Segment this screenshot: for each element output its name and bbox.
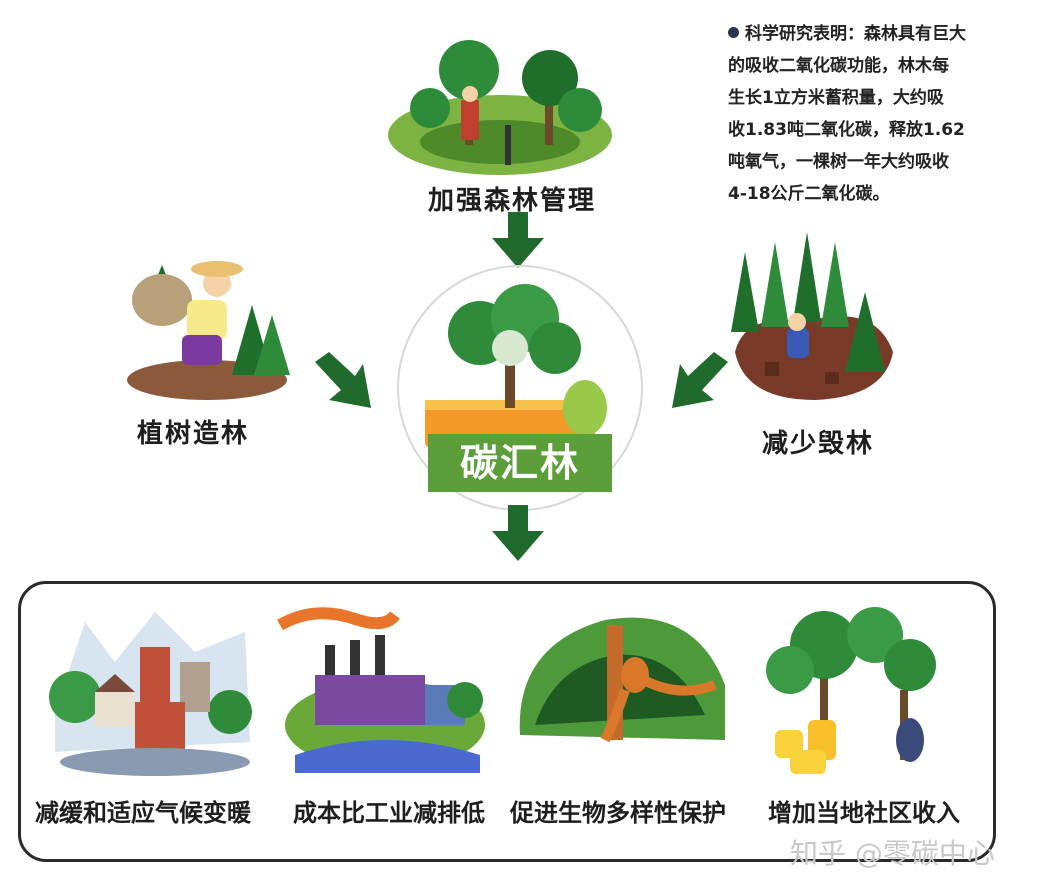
watermark: 知乎 @零碳中心 — [790, 837, 995, 870]
biodiversity-illustration — [519, 617, 725, 743]
benefit-label-4: 增加当地社区收入 — [768, 799, 960, 827]
note-line-5: 吨氧气，一棵树一年大约吸收 — [728, 152, 949, 172]
benefit-label-2: 成本比工业减排低 — [293, 799, 485, 827]
community-income-illustration — [766, 607, 936, 774]
benefit-label-3: 促进生物多样性保护 — [510, 799, 726, 827]
input-label-left: 植树造林 — [137, 419, 250, 449]
note-line-1: 科学研究表明：森林具有巨大 — [728, 18, 1028, 50]
forest-management-illustration — [388, 40, 612, 175]
bullet-icon — [728, 27, 739, 38]
note-line-6: 4-18公斤二氧化碳。 — [728, 184, 890, 204]
arrow-left-right — [672, 352, 728, 408]
center-label: 碳汇林 — [428, 434, 612, 492]
benefit-label-1: 减缓和适应气候变暖 — [35, 799, 251, 827]
input-label-right: 减少毁林 — [762, 429, 875, 459]
reduce-deforestation-illustration — [731, 232, 893, 400]
arrow-down-center — [492, 505, 544, 561]
research-note: 科学研究表明：森林具有巨大 的吸收二氧化碳功能，林木每 生长1立方米蓄积量，大约… — [728, 18, 1028, 210]
arrow-right-left — [315, 352, 371, 408]
benefits-box — [18, 581, 996, 862]
note-line-4: 收1.83吨二氧化碳，释放1.62 — [728, 120, 965, 140]
note-line-2: 的吸收二氧化碳功能，林木每 — [728, 56, 949, 76]
carbon-sink-illustration — [397, 265, 643, 511]
note-line-3: 生长1立方米蓄积量，大约吸 — [728, 88, 944, 108]
input-label-top: 加强森林管理 — [428, 186, 597, 216]
industry-illustration — [277, 607, 485, 773]
climate-town-illustration — [49, 612, 252, 776]
arrow-down-top — [492, 212, 544, 268]
tree-planting-illustration — [127, 261, 290, 400]
